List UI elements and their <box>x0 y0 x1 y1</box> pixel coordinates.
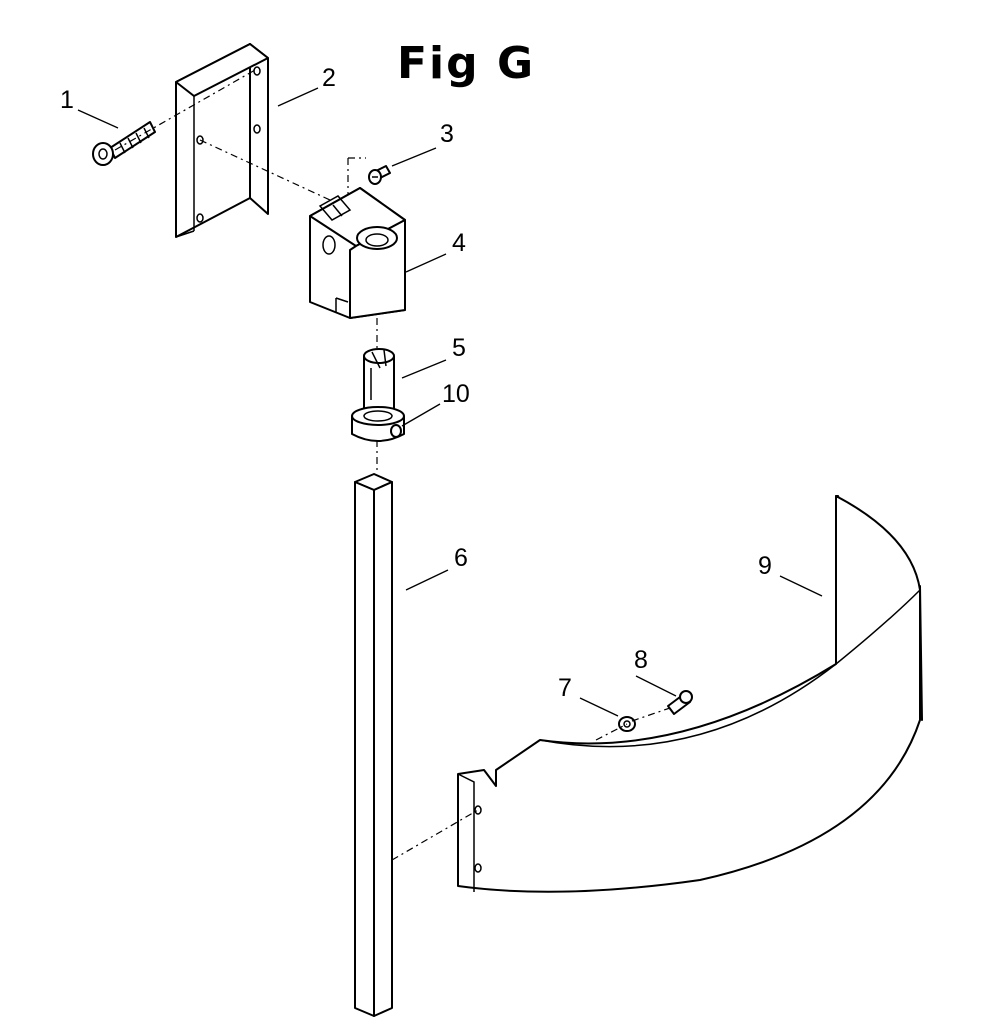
part-2-bracket <box>175 43 269 238</box>
label-part-10: 10 <box>442 380 470 408</box>
part-8-screw <box>667 690 693 715</box>
label-part-7: 7 <box>558 674 572 702</box>
label-part-3: 3 <box>440 120 454 148</box>
label-part-9: 9 <box>758 552 772 580</box>
label-part-1: 1 <box>60 86 74 114</box>
part-9-curved-guard <box>457 495 923 893</box>
assembly-center-lines <box>114 69 671 861</box>
label-part-4: 4 <box>452 229 466 257</box>
label-part-6: 6 <box>454 544 468 572</box>
part-6-square-post <box>354 473 393 1017</box>
part-4-mounting-block <box>309 187 406 319</box>
part-labels: 1 2 3 4 5 10 6 9 7 8 <box>60 64 772 702</box>
label-part-2: 2 <box>322 64 336 92</box>
part-5-collet <box>363 348 395 414</box>
label-part-5: 5 <box>452 334 466 362</box>
part-10-collar <box>351 406 405 442</box>
figure-title: Fig G <box>397 38 535 89</box>
label-part-8: 8 <box>634 646 648 674</box>
leader-lines <box>77 87 823 717</box>
part-1-cap-screw <box>92 121 156 166</box>
part-3-screw <box>368 165 391 185</box>
